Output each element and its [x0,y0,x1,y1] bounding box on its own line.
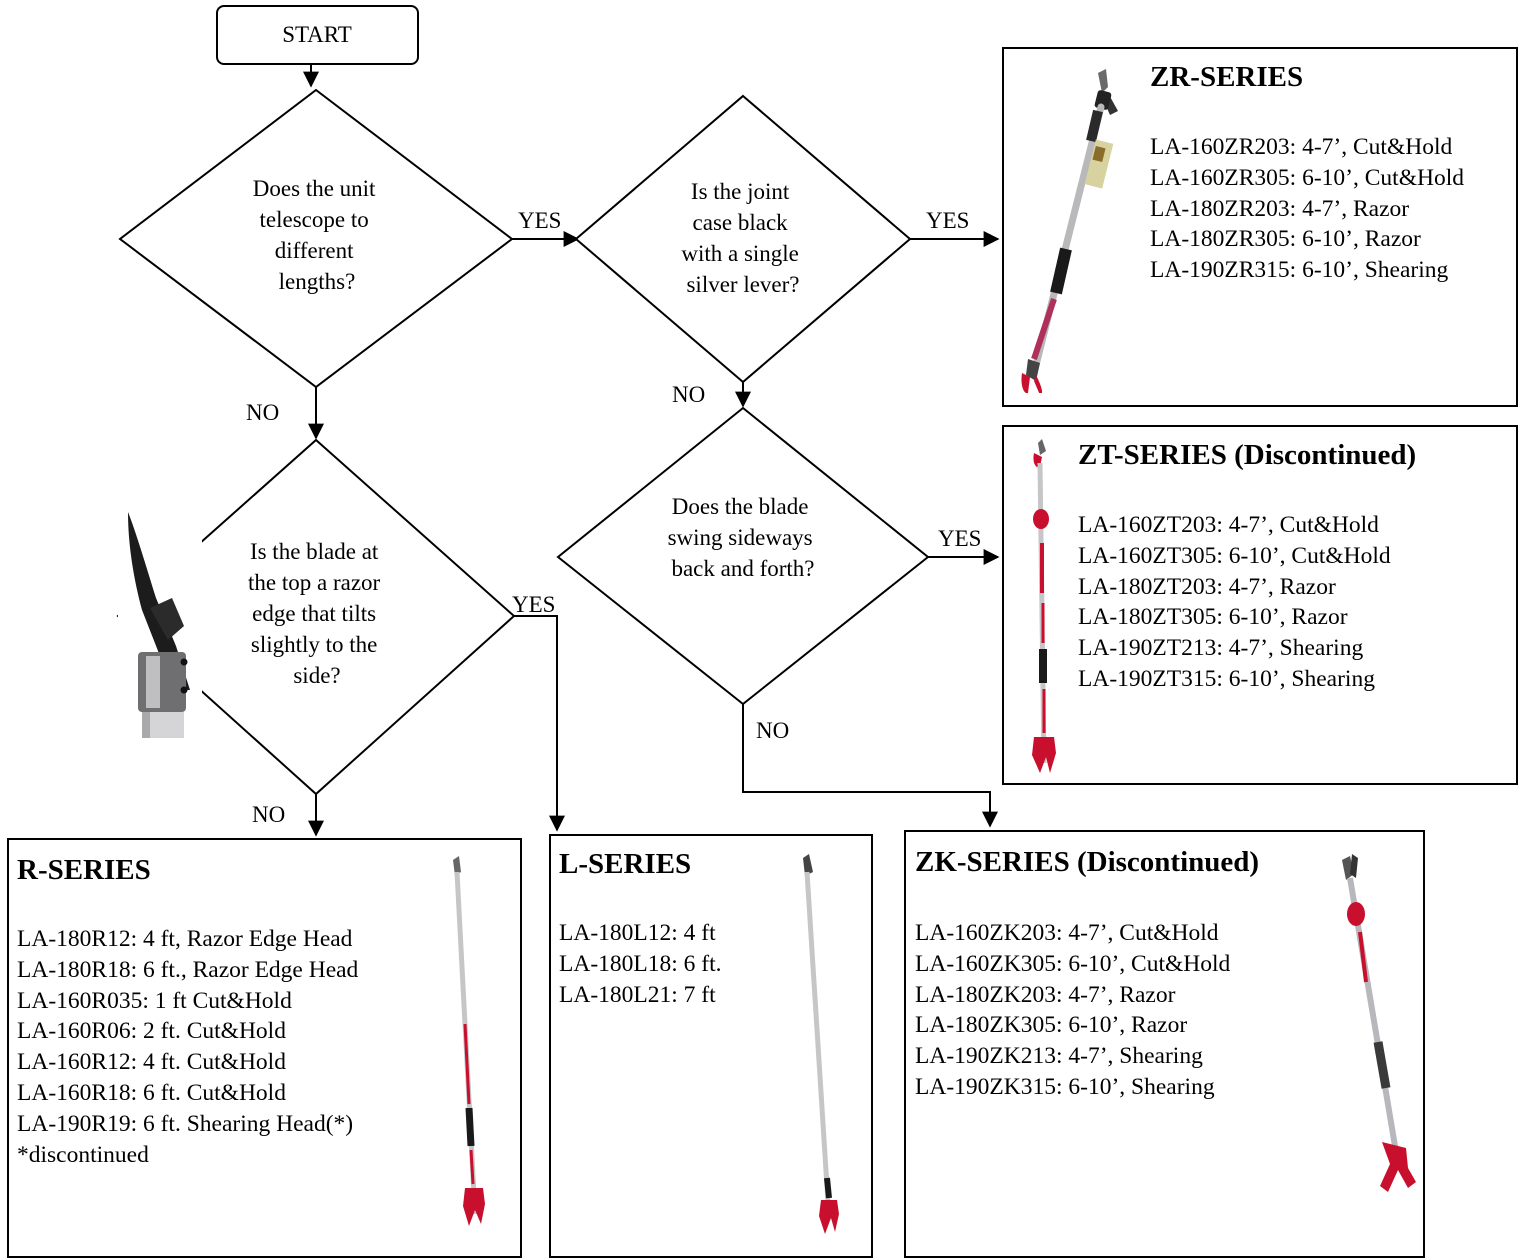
zr-model-item: LA-160ZR203: 4-7’, Cut&Hold [1150,134,1453,160]
arrow-razor-yes [514,615,565,832]
r-series-models: LA-180R12: 4 ft, Razor Edge Head LA-180R… [17,924,358,1170]
r-model-item: LA-190R19: 6 ft. Shearing Head(*) [17,1110,354,1137]
zt-model-item: LA-190ZT213: 4-7’, Shearing [1078,635,1364,662]
l-model-item: LA-180L21: 7 ft [559,981,716,1008]
zr-model-item: LA-160ZR305: 6-10’, Cut&Hold [1150,164,1464,191]
r-model-item: LA-160R035: 1 ft Cut&Hold [17,987,292,1014]
r-footnote: *discontinued [17,1141,149,1168]
decision-joint [574,94,912,384]
label-joint-yes: YES [926,208,969,233]
label-telescope-no: NO [246,400,279,425]
label-joint-no: NO [672,382,705,407]
decision-telescope [118,88,514,389]
zk-series-title: ZK-SERIES (Discontinued) [915,846,1260,878]
r-series-box: R-SERIES LA-180R12: 4 ft, Razor Edge Hea… [7,838,522,1258]
start-node [216,5,419,65]
zt-model-item: LA-190ZT315: 6-10’, Shearing [1078,665,1375,692]
decision-swing [556,406,930,706]
zr-series-title: ZR-SERIES [1150,61,1304,93]
zr-series-box: ZR-SERIES LA-160ZR203: 4-7’, Cut&Hold LA… [1002,47,1518,407]
arrow-swing-no [742,704,998,828]
r-model-item: LA-180R12: 4 ft, Razor Edge Head [17,926,353,952]
zt-model-item: LA-180ZT305: 6-10’, Razor [1078,604,1348,631]
l-model-item: LA-180L12: 4 ft [559,920,716,946]
decision-telescope-text: Does the unit telescope to different len… [253,176,381,294]
label-swing-no: NO [756,718,789,743]
r-model-item: LA-160R06: 2 ft. Cut&Hold [17,1018,286,1045]
zk-model-item: LA-160ZK203: 4-7’, Cut&Hold [915,920,1219,946]
label-razor-no: NO [252,802,285,827]
zt-series-box: ZT-SERIES (Discontinued) LA-160ZT203: 4-… [1002,425,1518,785]
zt-model-item: LA-160ZT203: 4-7’, Cut&Hold [1078,512,1379,538]
zk-model-item: LA-190ZK213: 4-7’, Shearing [915,1043,1203,1070]
zt-model-item: LA-160ZT305: 6-10’, Cut&Hold [1078,542,1391,569]
decision-razor-text: Is the blade at the top a razor edge tha… [248,539,386,688]
zk-series-box: ZK-SERIES (Discontinued) LA-160ZK203: 4-… [904,830,1425,1258]
zr-model-item: LA-180ZR305: 6-10’, Razor [1150,226,1421,253]
label-telescope-yes: YES [518,208,561,233]
zk-model-item: LA-190ZK315: 6-10’, Shearing [915,1073,1215,1100]
label-razor-yes: YES [512,592,555,617]
r-series-title: R-SERIES [17,854,151,886]
label-swing-yes: YES [938,526,981,551]
zt-model-item: LA-180ZT203: 4-7’, Razor [1078,573,1336,600]
zr-model-item: LA-190ZR315: 6-10’, Shearing [1150,257,1449,284]
zr-model-item: LA-180ZR203: 4-7’, Razor [1150,195,1410,222]
decision-swing-text: Does the blade swing sideways back and f… [668,494,819,581]
zt-pruner-photo [1032,439,1056,773]
zk-model-item: LA-180ZK305: 6-10’, Razor [915,1012,1188,1039]
zr-series-models: LA-160ZR203: 4-7’, Cut&Hold LA-160ZR305:… [1150,132,1464,286]
l-pruner-photo [803,854,839,1234]
l-series-title: L-SERIES [559,848,692,880]
r-model-item: LA-180R18: 6 ft., Razor Edge Head [17,956,359,983]
l-series-models: LA-180L12: 4 ft LA-180L18: 6 ft. LA-180L… [559,918,722,1010]
start-label: START [282,22,352,47]
r-model-item: LA-160R18: 6 ft. Cut&Hold [17,1079,286,1106]
zk-model-item: LA-180ZK203: 4-7’, Razor [915,981,1176,1008]
zk-series-models: LA-160ZK203: 4-7’, Cut&Hold LA-160ZK305:… [915,918,1230,1103]
l-model-item: LA-180L18: 6 ft. [559,950,722,977]
zk-pruner-photo [1342,854,1416,1192]
zt-series-models: LA-160ZT203: 4-7’, Cut&Hold LA-160ZT305:… [1078,510,1391,695]
decision-joint-text: Is the joint case black with a single si… [681,179,804,297]
r-pruner-photo [453,856,485,1226]
zk-model-item: LA-160ZK305: 6-10’, Cut&Hold [915,950,1231,977]
razor-blade-photo [118,490,202,738]
r-model-item: LA-160R12: 4 ft. Cut&Hold [17,1049,286,1076]
zr-pruner-photo [1021,69,1118,393]
l-series-box: L-SERIES LA-180L12: 4 ft LA-180L18: 6 ft… [549,834,873,1258]
zt-series-title: ZT-SERIES (Discontinued) [1078,439,1417,471]
